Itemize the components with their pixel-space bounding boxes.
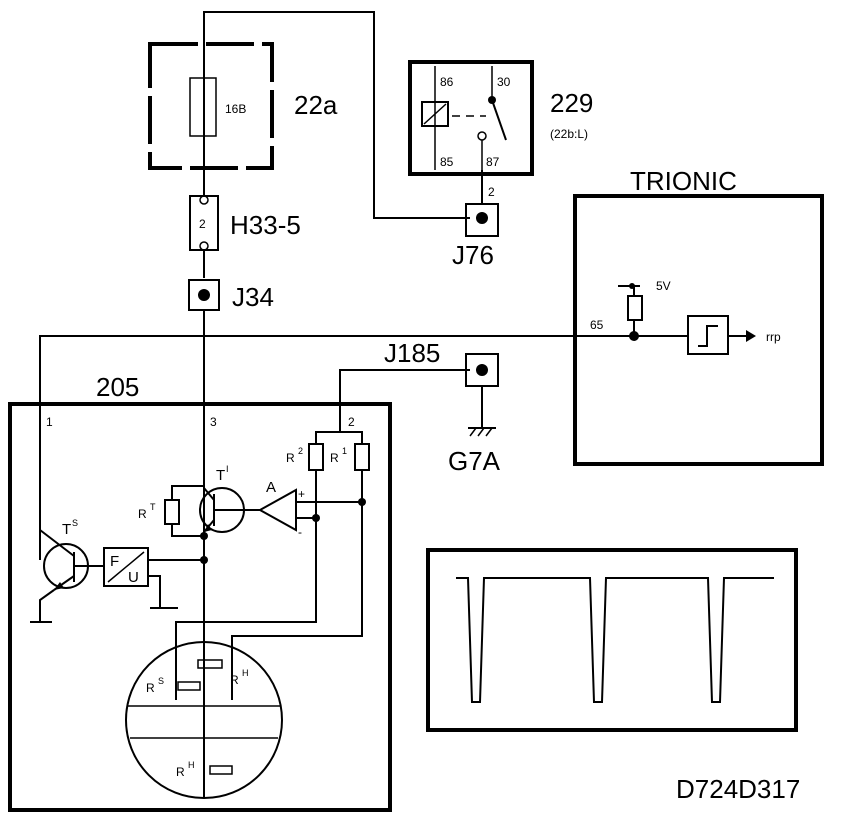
resistor-r1-sup: 1 <box>342 446 347 456</box>
trionic-ecu: TRIONIC 5V rrp 65 <box>573 166 824 466</box>
wire-signal-65 <box>39 335 634 560</box>
resistor-rh2-sup: H <box>188 760 195 770</box>
resistor-rt-sup: T <box>150 502 156 512</box>
relay-pin-87: 87 <box>486 155 500 169</box>
fuse-rating: 16B <box>225 102 246 116</box>
resistor-r1 <box>354 443 370 471</box>
relay-pin-85: 85 <box>440 155 454 169</box>
relay-coil <box>421 101 449 127</box>
drawing-id: D724D317 <box>676 774 800 804</box>
trionic-output: rrp <box>766 330 781 344</box>
fuse-box-label: 22a <box>294 90 338 120</box>
transistor-ti-label: T <box>216 467 225 484</box>
wire-top-loop <box>203 11 470 219</box>
relay-sublabel: (22b:L) <box>550 127 588 141</box>
transistor-ti-sup: I <box>226 464 229 474</box>
sensor-pin-3: 3 <box>210 415 217 429</box>
relay-pin-86: 86 <box>440 75 454 89</box>
j76-label: J76 <box>452 240 494 270</box>
connector-j76: J76 <box>452 203 499 270</box>
resistor-rt-label: R <box>138 507 147 521</box>
trionic-pullup-resistor <box>627 295 643 321</box>
resistor-rs-sup: S <box>158 676 164 686</box>
h33-pin: 2 <box>199 217 206 231</box>
j185-label: J185 <box>384 338 440 368</box>
sensor-pin-2: 2 <box>348 415 355 429</box>
trionic-pin-65: 65 <box>590 318 604 332</box>
sensor-label: 205 <box>96 372 139 402</box>
sensing-element <box>125 641 283 799</box>
resistor-r2-sup: 2 <box>298 446 303 456</box>
converter-u: U <box>128 569 139 586</box>
waveform-trace <box>456 577 774 703</box>
sensor-205: 205 1 3 2 R 2 R 1 A + - T I <box>8 372 392 812</box>
relay-pin-30: 30 <box>497 75 511 89</box>
converter-f: F <box>110 553 119 570</box>
trionic-label: TRIONIC <box>630 166 737 196</box>
relay-label: 229 <box>550 88 593 118</box>
resistor-r2 <box>308 443 324 471</box>
transistor-ts-sup: S <box>72 518 78 528</box>
amplifier-label: A <box>266 479 276 496</box>
sensor-pin-1: 1 <box>46 415 53 429</box>
connector-j34: J34 <box>188 279 274 312</box>
resistor-r1-label: R <box>330 451 339 465</box>
ground-label: G7A <box>448 446 501 476</box>
fuse-box-22a: 16B 22a <box>148 42 338 170</box>
relay-229: 86 30 85 87 229 (22b:L) <box>408 60 593 176</box>
resistor-r2-label: R <box>286 451 295 465</box>
amp-minus: - <box>298 525 302 539</box>
resistor-rh1-label: R <box>230 673 239 687</box>
signal-waveform <box>426 548 798 732</box>
amplifier-a <box>257 488 297 532</box>
resistor-rh1-sup: H <box>242 668 249 678</box>
resistor-rh1 <box>197 659 223 669</box>
trionic-supply: 5V <box>656 279 671 293</box>
transistor-ts-label: T <box>62 521 71 538</box>
resistor-rs-label: R <box>146 681 155 695</box>
j76-pin: 2 <box>488 185 495 199</box>
resistor-rh2-label: R <box>176 765 185 779</box>
ground-g7a: G7A <box>448 386 501 476</box>
j34-label: J34 <box>232 282 274 312</box>
amp-plus: + <box>298 487 305 501</box>
resistor-rs <box>177 681 201 691</box>
h33-label: H33-5 <box>230 210 301 240</box>
resistor-rt <box>164 499 180 525</box>
relay-switch <box>491 99 507 141</box>
resistor-rh2 <box>209 765 233 775</box>
connector-h33-5: 2 H33-5 <box>189 195 301 251</box>
